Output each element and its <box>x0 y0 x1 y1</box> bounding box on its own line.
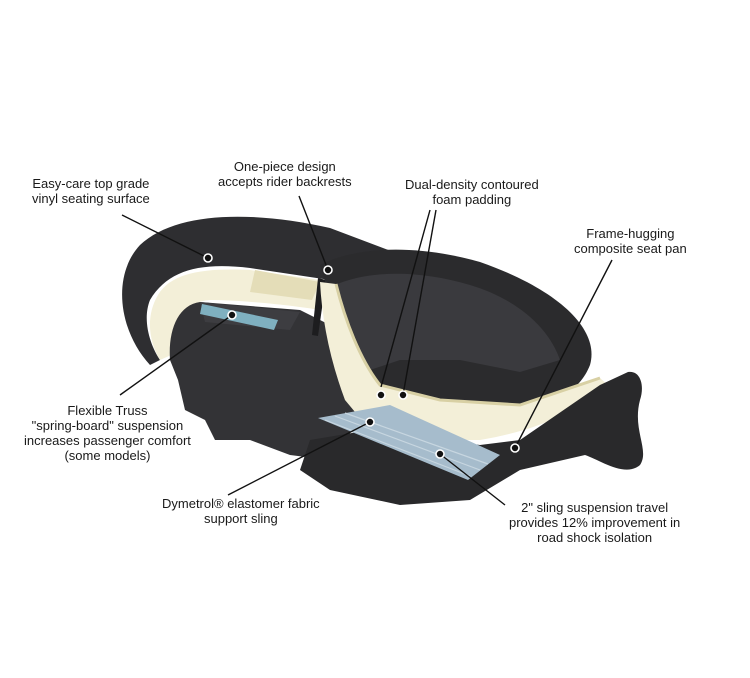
callout-one-piece-design: One-piece design accepts rider backrests <box>218 159 352 189</box>
callout-dymetrol-sling: Dymetrol® elastomer fabric support sling <box>162 496 320 526</box>
leader-lines <box>119 195 613 506</box>
callout-foam-padding: Dual-density contoured foam padding <box>405 177 539 207</box>
callout-dots <box>203 253 520 459</box>
callout-seat-pan: Frame-hugging composite seat pan <box>574 226 687 256</box>
rear-seat-shell <box>122 216 420 365</box>
callout-suspension-travel: 2" sling suspension travel provides 12% … <box>509 500 681 545</box>
composite-seat-pan <box>300 371 644 505</box>
dymetrol-sling <box>318 405 500 480</box>
callout-truss-suspension: Flexible Truss "spring-board" suspension… <box>24 403 191 463</box>
truss-board <box>200 304 278 330</box>
rear-structure <box>169 302 360 460</box>
callout-vinyl-surface: Easy-care top grade vinyl seating surfac… <box>32 176 150 206</box>
